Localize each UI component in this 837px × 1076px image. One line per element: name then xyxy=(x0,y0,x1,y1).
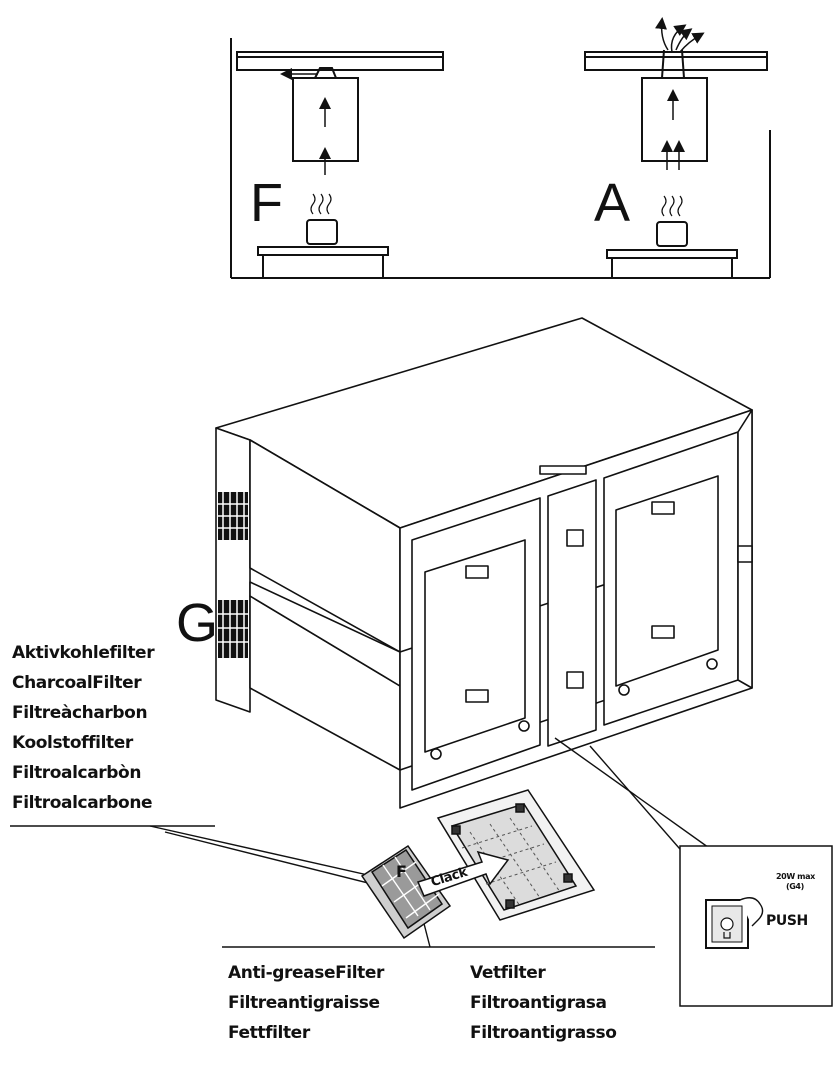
grease-filter-cassette xyxy=(436,789,596,921)
range-hood-unit xyxy=(215,317,753,809)
grease-label-en: Anti-greaseFilter xyxy=(228,963,384,983)
charcoal-label-en: CharcoalFilter xyxy=(12,673,142,693)
grease-filter-labels-right: Vetfilter Filtroantigrasa Filtroantigras… xyxy=(470,958,617,1048)
lamp-spec-line1: 20W max xyxy=(776,872,815,881)
operating-modes-diagram xyxy=(230,17,771,279)
charcoal-label-de: Aktivkohlefilter xyxy=(12,643,155,663)
charcoal-label-nl: Koolstoffilter xyxy=(12,733,133,753)
grease-label-es: Filtroantigrasa xyxy=(470,993,607,1013)
recirculating-mode-hood xyxy=(236,51,444,278)
part-label-g: G xyxy=(176,593,219,653)
grease-label-it: Filtroantigrasso xyxy=(470,1023,617,1043)
charcoal-filter-labels: Aktivkohlefilter CharcoalFilter Filtreàc… xyxy=(12,638,155,818)
grease-label-nl: Vetfilter xyxy=(470,963,546,983)
mode-label-a: A xyxy=(594,173,631,233)
charcoal-label-it: Filtroalcarbone xyxy=(12,793,153,813)
extraction-mode-hood xyxy=(584,17,768,278)
charcoal-label-es: Filtroalcarbòn xyxy=(12,763,142,783)
grease-filter-labels-left: Anti-greaseFilter Filtreantigraisse Fett… xyxy=(228,958,384,1048)
mode-label-f: F xyxy=(250,173,283,233)
grease-label-de: Fettfilter xyxy=(228,1023,310,1043)
click-arrow xyxy=(416,850,510,897)
charcoal-label-fr: Filtreàcharbon xyxy=(12,703,148,723)
push-label: PUSH xyxy=(766,913,808,929)
grease-label-fr: Filtreantigraisse xyxy=(228,993,380,1013)
lamp-spec-line2: (G4) xyxy=(786,882,804,891)
filter-cartridge-letter: F xyxy=(396,862,407,881)
lamp-inset-panel xyxy=(679,845,833,1007)
